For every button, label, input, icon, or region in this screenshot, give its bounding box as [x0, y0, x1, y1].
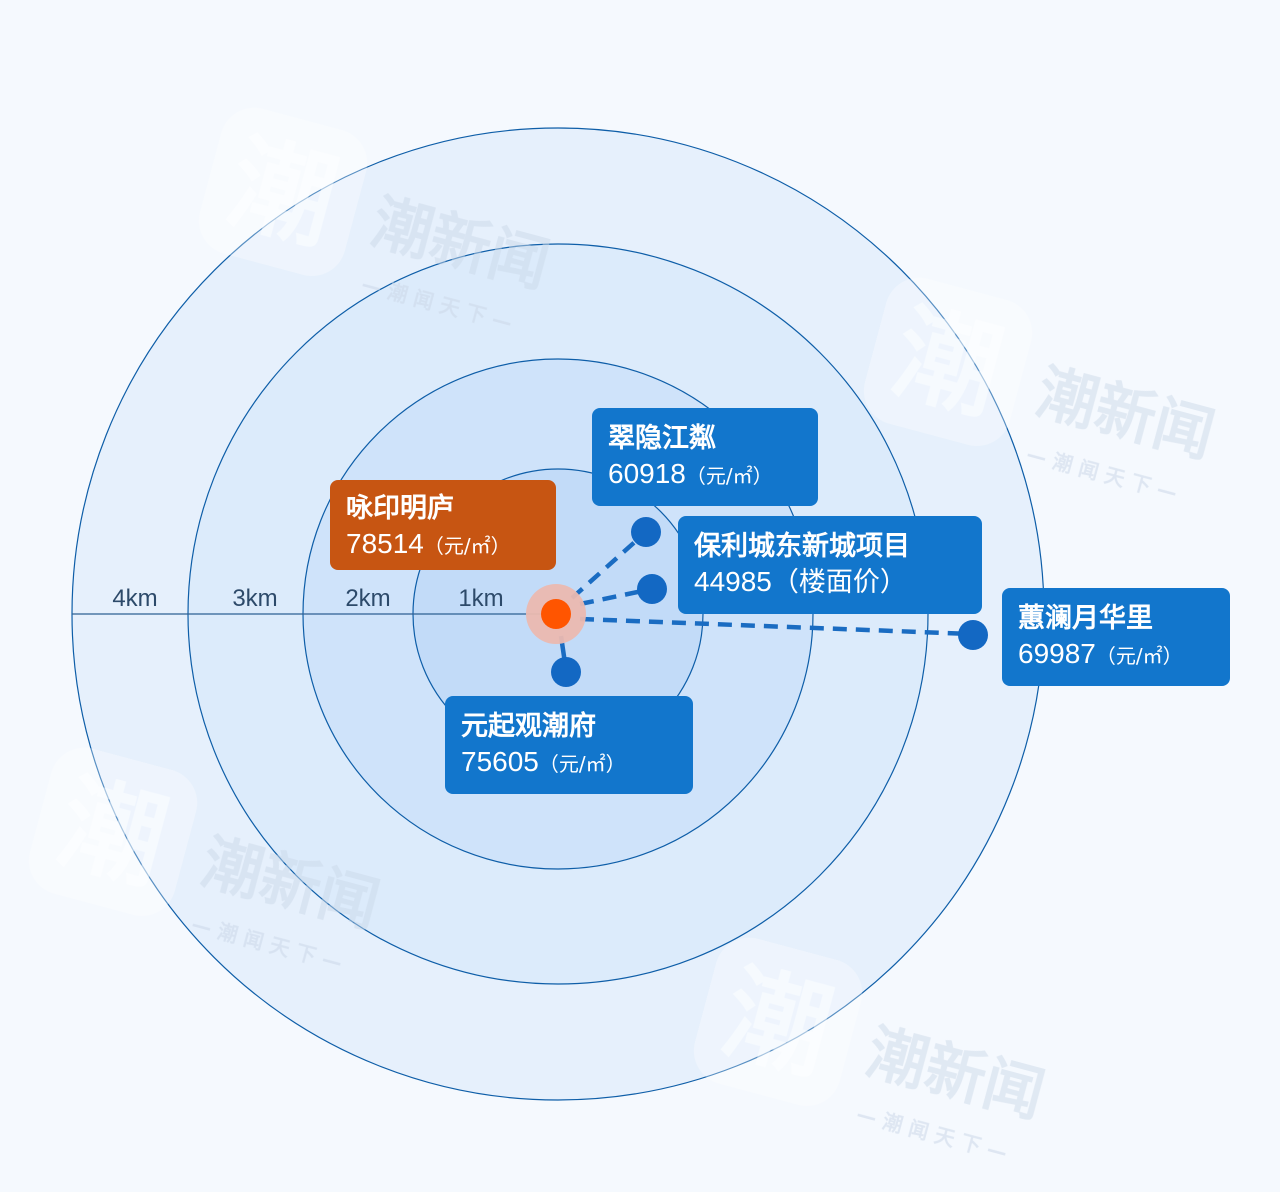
project-price: 69987 — [1018, 638, 1096, 669]
center-project-price: 78514 — [346, 528, 424, 559]
project-label-cuiyin: 翠隐江粼 60918（元/㎡） — [592, 408, 818, 506]
project-label-huilan: 蕙澜月华里 69987（元/㎡） — [1002, 588, 1230, 686]
project-dot-yuanqi — [551, 657, 581, 687]
ring-label-2km: 2km — [345, 585, 390, 612]
project-unit: （元/㎡） — [538, 752, 626, 776]
ring-label-4km: 4km — [112, 585, 157, 612]
center-project-name: 咏印明庐 — [346, 493, 454, 524]
ring-label-3km: 3km — [232, 585, 277, 612]
project-name: 翠隐江粼 — [608, 423, 716, 454]
project-name: 保利城东新城项目 — [694, 531, 910, 562]
chao-news-logo-icon — [693, 937, 863, 1107]
center-project-label: 咏印明庐 78514（元/㎡） — [330, 480, 556, 570]
center-project-unit: （元/㎡） — [423, 534, 511, 558]
project-unit: （楼面价） — [771, 567, 907, 598]
project-price-line: 69987（元/㎡） — [1018, 636, 1216, 674]
project-dot-baoli — [637, 574, 667, 604]
project-unit: （元/㎡） — [685, 464, 773, 488]
project-label-baoli: 保利城东新城项目 44985（楼面价） — [678, 516, 982, 614]
project-price-line: 75605（元/㎡） — [461, 744, 679, 782]
chao-news-logo-icon — [28, 747, 198, 917]
center-dot — [541, 599, 571, 629]
watermarks: 潮 潮新闻 — 潮 闻 天 下 — 潮 潮新闻 — 潮 闻 天 下 — 潮 潮新… — [28, 107, 1221, 1165]
project-name: 元起观潮府 — [461, 711, 596, 742]
project-dot-cuiyin — [631, 517, 661, 547]
project-name: 蕙澜月华里 — [1018, 603, 1153, 634]
chao-news-logo-icon — [198, 107, 368, 277]
project-label-yuanqi: 元起观潮府 75605（元/㎡） — [445, 696, 693, 794]
project-unit: （元/㎡） — [1095, 644, 1183, 668]
connector-huilan — [579, 616, 973, 637]
project-price-line: 60918（元/㎡） — [608, 456, 804, 494]
chao-news-logo-icon — [863, 277, 1033, 447]
connector-cuiyin — [570, 530, 648, 600]
project-price: 60918 — [608, 458, 686, 489]
project-price-line: 44985（楼面价） — [694, 564, 968, 601]
project-price: 44985 — [694, 566, 772, 597]
watermark-1: 潮 潮新闻 — 潮 闻 天 下 — — [198, 107, 556, 335]
ring-label-1km: 1km — [458, 585, 503, 612]
center-project-price-line: 78514（元/㎡） — [346, 526, 542, 564]
connector-baoli — [579, 586, 653, 607]
project-price: 75605 — [461, 746, 539, 777]
project-dot-huilan — [958, 620, 988, 650]
